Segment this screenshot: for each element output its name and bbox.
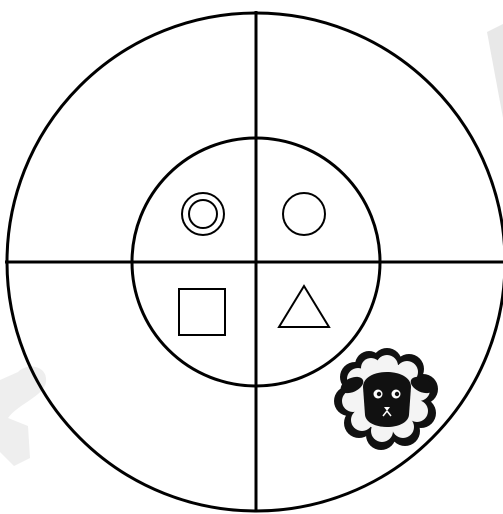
watermark-stroke-right <box>487 24 503 118</box>
sheep-icon <box>334 348 438 450</box>
